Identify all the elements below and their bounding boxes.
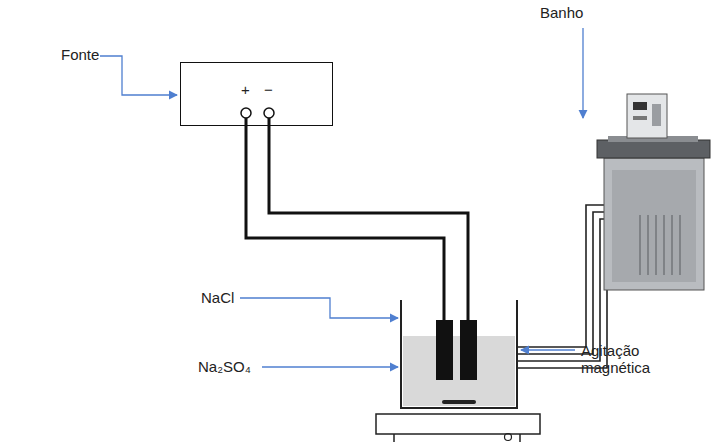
- terminal: [264, 108, 274, 118]
- stir-bar: [442, 400, 476, 404]
- beaker: [401, 300, 517, 408]
- callout-label: Banho: [540, 4, 600, 21]
- bath-device: [597, 94, 710, 290]
- terminal-sign: +: [241, 81, 250, 98]
- callout-label: Na₂SO₄: [198, 358, 268, 375]
- callout-label: Fonte: [61, 46, 121, 63]
- positive-wire: [246, 118, 444, 322]
- leader-line: [100, 28, 583, 367]
- callout-label: Agitação magnética: [581, 342, 681, 377]
- electrode: [436, 320, 453, 380]
- terminal-sign: −: [264, 81, 273, 98]
- solution: [403, 336, 515, 406]
- callout-label: NaCl: [201, 289, 261, 306]
- stirrer-plate: [376, 414, 540, 434]
- electrode: [460, 320, 477, 380]
- stirrer-knob: [505, 434, 512, 441]
- negative-wire: [269, 118, 468, 322]
- power-supply-box: +−: [180, 62, 333, 126]
- terminal: [241, 108, 251, 118]
- wire: [246, 118, 468, 322]
- stirrer-body: [394, 434, 520, 442]
